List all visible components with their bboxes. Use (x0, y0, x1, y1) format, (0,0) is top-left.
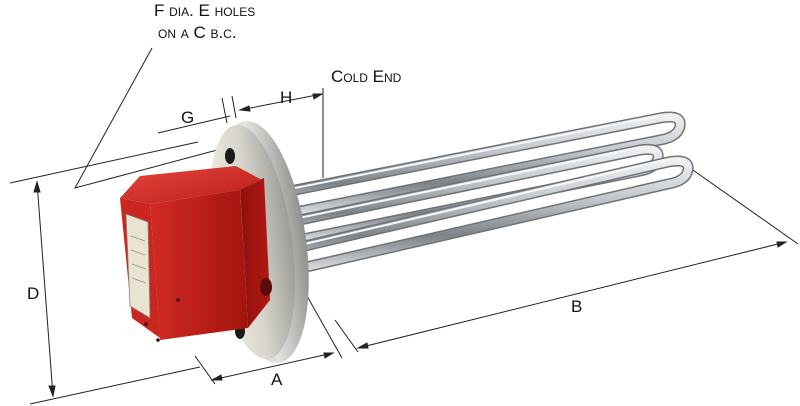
enclosure-front (150, 190, 248, 340)
conduit-fitting (260, 278, 272, 296)
screw-icon (144, 322, 148, 326)
callout-line-2: on a C b.c. (158, 23, 237, 42)
dim-b-arrow-left (356, 342, 369, 349)
dim-b-arrow-right (776, 241, 788, 248)
heating-tubes (279, 111, 694, 274)
screw-icon (176, 298, 180, 302)
tube-middle-shine (293, 147, 639, 220)
nameplate-line (131, 277, 147, 284)
dimension-lines (9, 47, 799, 405)
tube-upper-outer-hl (281, 113, 685, 216)
dim-d-ext-top (9, 141, 199, 184)
dim-d-arrow-bottom (48, 385, 56, 398)
dim-b-ext-left (334, 319, 359, 353)
dim-a-arrow-right (323, 352, 335, 359)
dim-d-label: D (27, 284, 40, 303)
dim-a-line (211, 352, 334, 381)
dim-a-ext-left (194, 355, 216, 385)
dim-d-arrow-top (33, 180, 41, 193)
dim-a-ext-right (306, 295, 343, 359)
dim-a-label: A (271, 370, 283, 389)
dim-b-label: B (571, 297, 583, 316)
nameplate-line (130, 235, 146, 242)
nameplate-line (131, 263, 147, 270)
dim-a-arrow-left (210, 374, 223, 381)
cold-end-label: Cold End (331, 67, 402, 86)
dim-d-line (36, 181, 54, 397)
dim-g-extension (157, 115, 231, 134)
screw-icon (156, 338, 160, 342)
dim-b-ext-right (689, 167, 799, 245)
dim-h-arrow-left (238, 105, 251, 112)
dim-g-tick-2 (231, 95, 237, 119)
enclosure-top (120, 166, 262, 204)
callout-leader (73, 47, 233, 189)
callout-line-1: F dia. E holes (154, 1, 256, 20)
tube-upper-shine (289, 115, 659, 190)
dim-h-arrow-right (312, 93, 324, 100)
dim-g-label: G (181, 108, 195, 127)
dim-h-label: H (280, 88, 293, 107)
tube-lower-shine (299, 159, 667, 246)
terminal-enclosure (120, 166, 272, 342)
dim-b-line (357, 241, 787, 349)
dim-d-ext-bottom (29, 366, 201, 405)
tube-lower-hl (292, 157, 693, 272)
mounting-hole-top (225, 148, 235, 164)
dim-g-tick-1 (221, 97, 228, 124)
dim-h-line (239, 93, 323, 111)
nameplate-line (130, 249, 146, 256)
